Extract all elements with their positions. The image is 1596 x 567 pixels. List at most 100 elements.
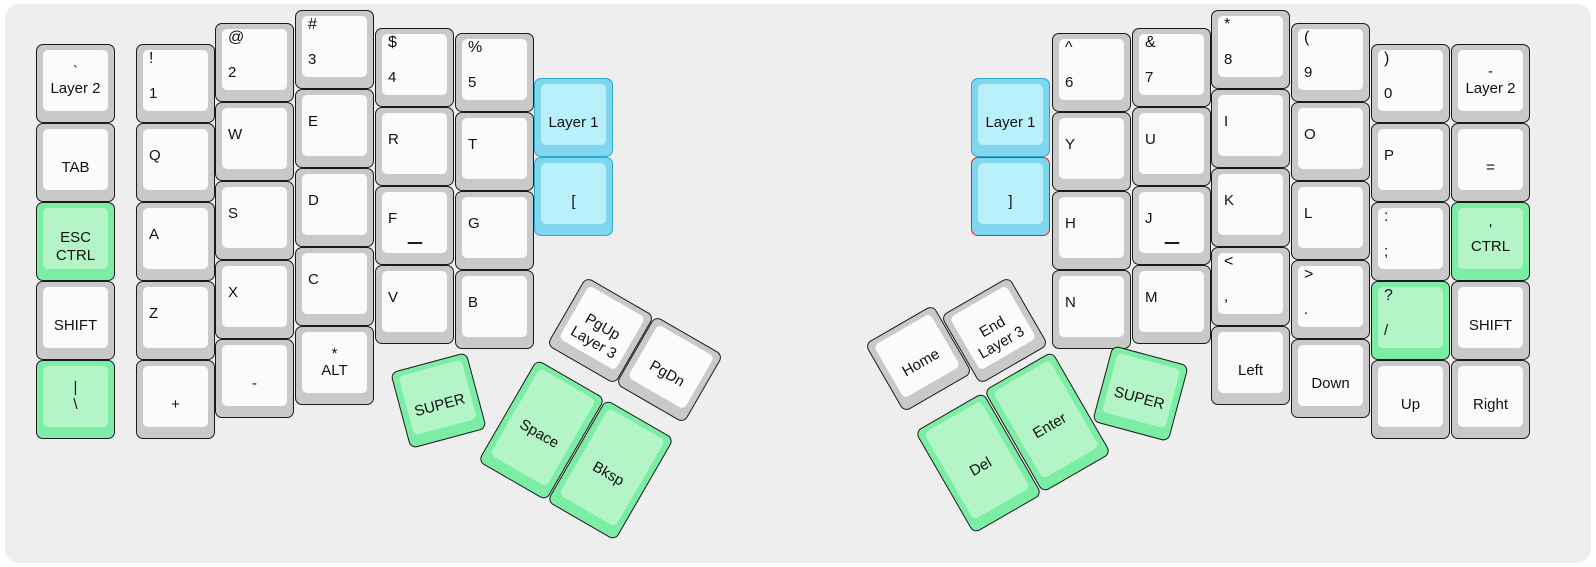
homing-bar-indicator	[1164, 242, 1179, 244]
key-left-half-b[interactable]: B	[455, 270, 534, 349]
keycap-surface	[143, 366, 208, 427]
key-left-half-t[interactable]: T	[455, 112, 534, 191]
keycap-surface	[1059, 197, 1124, 258]
key-right-half-u[interactable]: U	[1132, 107, 1211, 186]
keycap-surface	[1458, 50, 1523, 111]
key-left-half-r[interactable]: R	[375, 107, 454, 186]
key-left-half-d[interactable]: D	[295, 168, 374, 247]
keycap-surface	[302, 95, 367, 156]
key-left-half-5[interactable]: %5	[455, 33, 534, 112]
key-right-half-comma[interactable]: <,	[1211, 247, 1290, 326]
key-right-half-o[interactable]: O	[1291, 102, 1370, 181]
keycap-surface	[1298, 266, 1363, 327]
key-left-half-minus[interactable]: -	[215, 339, 294, 418]
key-right-half-k[interactable]: K	[1211, 168, 1290, 247]
keycap-surface	[1059, 118, 1124, 179]
key-left-half-w[interactable]: W	[215, 102, 294, 181]
key-left-half-super[interactable]: SUPER	[389, 351, 487, 449]
key-left-half-3[interactable]: #3	[295, 10, 374, 89]
keycap-surface	[541, 163, 606, 224]
keycap-surface	[1218, 16, 1283, 77]
keycap-surface	[222, 266, 287, 327]
keycap-surface	[302, 174, 367, 235]
keycap-surface	[462, 197, 527, 258]
key-left-half-v[interactable]: V	[375, 265, 454, 344]
keycap-surface	[978, 163, 1043, 224]
keycap-surface	[143, 129, 208, 190]
keycap-surface	[43, 208, 108, 269]
key-left-half-2[interactable]: @2	[215, 23, 294, 102]
key-right-half-p[interactable]: P	[1371, 123, 1450, 202]
key-right-half-super[interactable]: SUPER	[1091, 344, 1189, 442]
key-left-half-g[interactable]: G	[455, 191, 534, 270]
homing-bar-indicator	[407, 242, 422, 244]
key-left-half-q[interactable]: Q	[136, 123, 215, 202]
key-right-half-bracket-close[interactable]: ]	[971, 157, 1050, 236]
keycap-surface	[143, 287, 208, 348]
keycap-surface	[1458, 366, 1523, 427]
key-left-half-bracket-open[interactable]: [	[534, 157, 613, 236]
key-right-half-up[interactable]: Up	[1371, 360, 1450, 439]
keycap-surface	[462, 39, 527, 100]
keycap-surface	[382, 271, 447, 332]
key-left-half-f[interactable]: F	[375, 186, 454, 265]
keycap-surface	[397, 359, 477, 435]
key-right-half-m[interactable]: M	[1132, 265, 1211, 344]
key-right-half-i[interactable]: I	[1211, 89, 1290, 168]
key-left-half-z[interactable]: Z	[136, 281, 215, 360]
key-right-half-h[interactable]: H	[1052, 191, 1131, 270]
key-left-half-plus[interactable]: +	[136, 360, 215, 439]
key-right-half-equals[interactable]: =	[1451, 123, 1530, 202]
key-right-half-semicolon[interactable]: :;	[1371, 202, 1450, 281]
key-left-half-e[interactable]: E	[295, 89, 374, 168]
key-left-half-s[interactable]: S	[215, 181, 294, 260]
key-right-half-7[interactable]: &7	[1132, 28, 1211, 107]
key-right-half-y[interactable]: Y	[1052, 112, 1131, 191]
keycap-surface	[302, 16, 367, 77]
key-right-half-left[interactable]: Left	[1211, 326, 1290, 405]
keycap-surface	[1378, 366, 1443, 427]
key-right-half-period[interactable]: >.	[1291, 260, 1370, 339]
key-right-half-l[interactable]: L	[1291, 181, 1370, 260]
key-right-half-layer-1[interactable]: Layer 1	[971, 78, 1050, 157]
key-right-half-9[interactable]: (9	[1291, 23, 1370, 102]
key-left-half-layer-1[interactable]: Layer 1	[534, 78, 613, 157]
keycap-surface	[382, 34, 447, 95]
key-left-half-shift[interactable]: SHIFT	[36, 281, 115, 360]
key-right-half-8[interactable]: *8	[1211, 10, 1290, 89]
keycap-surface	[462, 118, 527, 179]
key-right-half-down[interactable]: Down	[1291, 339, 1370, 418]
keycap-surface	[1218, 95, 1283, 156]
keycap-surface	[222, 187, 287, 248]
keycap-surface	[1059, 276, 1124, 337]
keycap-surface	[143, 50, 208, 111]
key-right-half-shift[interactable]: SHIFT	[1451, 281, 1530, 360]
key-right-half-j[interactable]: J	[1132, 186, 1211, 265]
key-left-half-alt[interactable]: *ALT	[295, 326, 374, 405]
key-right-half-right[interactable]: Right	[1451, 360, 1530, 439]
keycap-surface	[382, 113, 447, 174]
key-left-half-layer-2[interactable]: `Layer 2	[36, 44, 115, 123]
keycap-surface	[1139, 34, 1204, 95]
key-right-half-slash[interactable]: ?/	[1371, 281, 1450, 360]
key-right-half-layer-2[interactable]: -Layer 2	[1451, 44, 1530, 123]
key-left-half-x[interactable]: X	[215, 260, 294, 339]
key-left-half-4[interactable]: $4	[375, 28, 454, 107]
key-left-half-a[interactable]: A	[136, 202, 215, 281]
key-right-half-n[interactable]: N	[1052, 270, 1131, 349]
key-left-half-tab[interactable]: TAB	[36, 123, 115, 202]
keycap-surface	[1298, 345, 1363, 406]
key-right-half-0[interactable]: )0	[1371, 44, 1450, 123]
keycap-surface	[222, 108, 287, 169]
key-left-half-c[interactable]: C	[295, 247, 374, 326]
key-right-half-6[interactable]: ^6	[1052, 33, 1131, 112]
key-left-half-backslash[interactable]: |\	[36, 360, 115, 439]
keycap-surface	[143, 208, 208, 269]
keycap-surface	[1101, 352, 1181, 428]
keycap-surface	[1458, 129, 1523, 190]
key-right-half-ctrl[interactable]: 'CTRL	[1451, 202, 1530, 281]
key-left-half-1[interactable]: !1	[136, 44, 215, 123]
